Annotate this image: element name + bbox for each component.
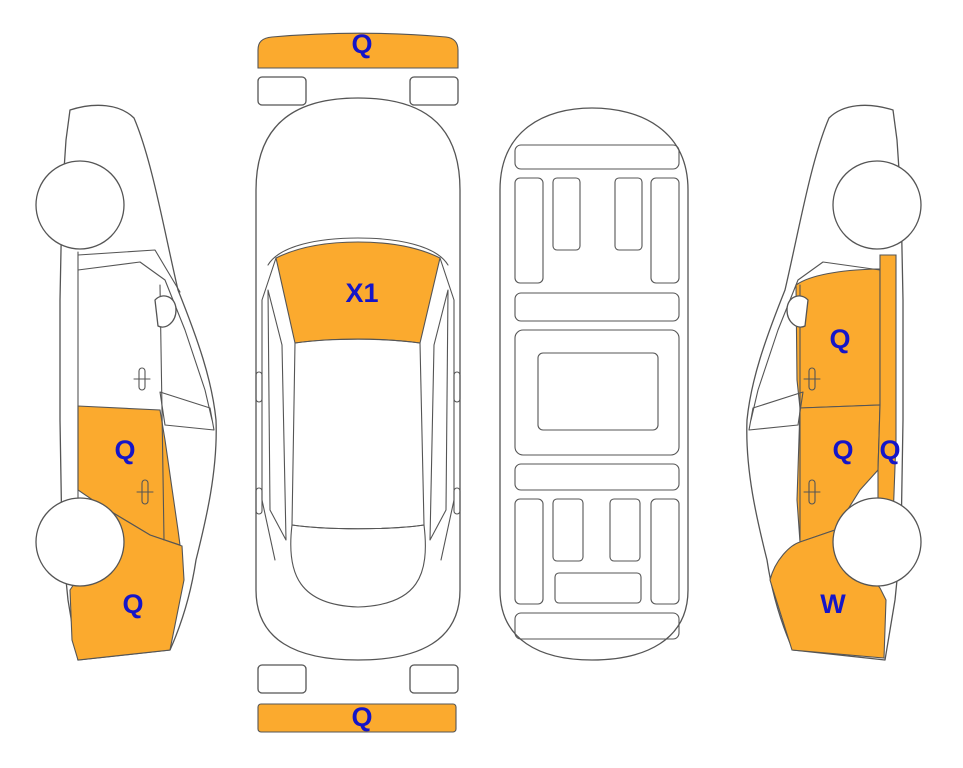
left-window-line [159,391,215,431]
right-rear-wheel [832,497,922,587]
underbody-panel [514,612,680,640]
right-front-wheel [832,160,922,250]
left-rear-quarter-label: Q [122,589,143,619]
underbody-panel [514,144,680,170]
left-front-door-handle [133,367,151,391]
rear-window [290,524,426,608]
front-bumper-damage [257,32,459,69]
underbody-view [499,107,689,661]
underbody-panel [609,498,641,562]
underbody-panel [514,329,680,456]
right-rear-door-handle [803,479,821,505]
top-right-rear-handle [453,487,461,515]
left-side-view: Q Q [35,104,217,661]
underbody-panel [514,177,544,284]
front-right-wheel-top [409,76,459,106]
right-rear-quarter-label: W [820,589,846,619]
underbody-panel [514,498,544,605]
left-beltline [77,249,181,293]
underbody-panel [514,292,680,322]
top-left-mirror [255,371,263,403]
underbody-panel [537,352,659,431]
front-bumper-label: Q [351,29,372,59]
front-left-wheel-top [257,76,307,106]
right-front-door-label: Q [829,324,850,354]
windshield-label: X1 [345,278,378,308]
underbody-panel [552,498,584,562]
top-right-side-window [429,289,449,541]
top-left-side-window [267,289,287,541]
left-rear-wheel [35,497,125,587]
rear-bumper-label: Q [351,702,372,732]
right-rocker-damage [877,254,897,521]
underbody-panel [552,177,581,251]
rear-bumper-damage [257,703,457,733]
right-side-view: Q Q Q W [746,104,922,661]
underbody-panel [614,177,643,251]
underbody-panel [650,498,680,605]
rear-right-wheel-top [409,664,459,694]
underbody-outline [499,107,689,661]
right-rocker-label: Q [879,435,900,465]
left-rear-door-label: Q [114,435,135,465]
underbody-panel [514,463,680,491]
right-mirror [786,295,809,328]
rear-left-wheel-top [257,664,307,694]
underbody-panel [554,572,642,604]
top-view: Q X1 Q [255,29,461,733]
left-rear-door-handle [136,479,154,505]
right-front-door-handle [803,367,821,391]
underbody-panel [650,177,680,284]
right-rear-door-label: Q [832,435,853,465]
left-front-wheel [35,160,125,250]
top-right-mirror [453,371,461,403]
left-mirror [154,295,177,328]
top-left-rear-handle [255,487,263,515]
top-body-outline [255,97,461,661]
hood-line [267,237,449,266]
